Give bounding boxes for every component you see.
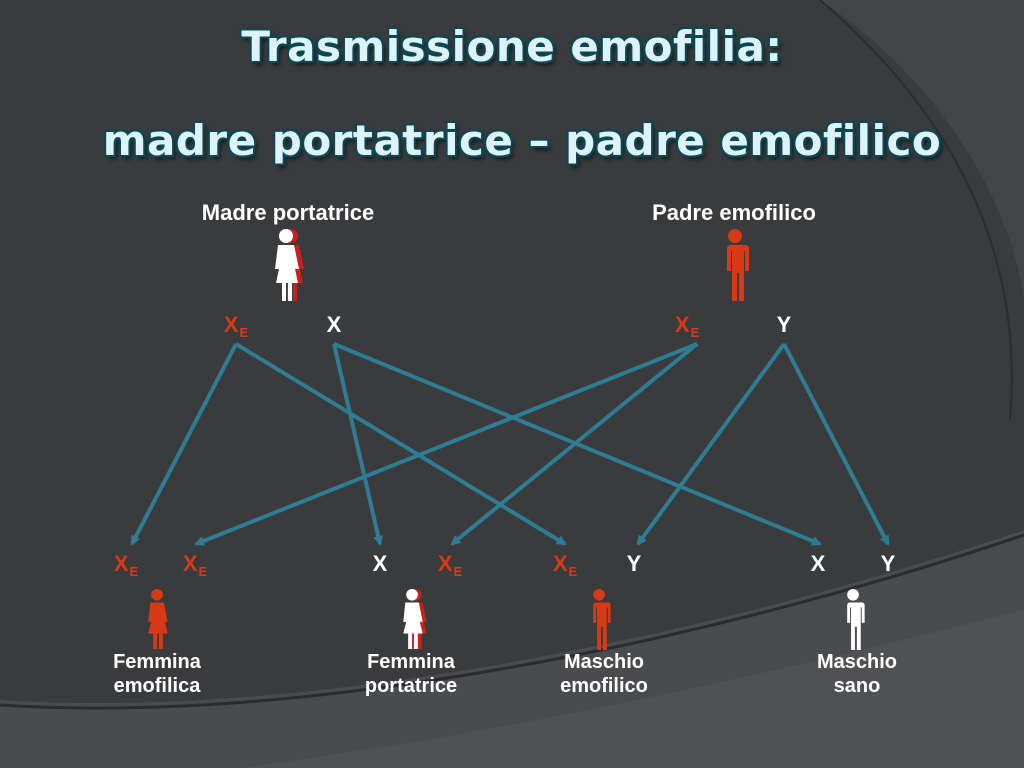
child4-label-line1: Maschio [816,651,898,673]
mother-label: Madre portatrice [201,200,375,225]
child1-label-line2: emofilica [113,675,201,697]
child4-allele-1: X [810,551,826,576]
father-label: Padre emofilico [652,200,816,225]
mother-allele-xe: XE [223,312,249,340]
arrow-father-y-to-child4 [782,343,890,546]
child3-label: Maschio emofilico [524,650,684,698]
child1-allele-2: XE [182,551,208,579]
child1-allele-1: XE [113,551,139,579]
female-carrier-icon [403,588,427,650]
arrow-father-xe-to-child1 [194,342,698,546]
child2-allele-1: X [372,551,388,576]
child2-label-line1: Femmina [367,651,455,673]
child2-allele-2: XE [437,551,463,579]
father-allele-y: Y [776,312,792,337]
child4-allele-2: Y [880,551,896,576]
title-line-1: Trasmissione emofilia: [241,22,783,71]
arrow-mother-x-to-child2 [332,343,384,546]
arrow-mother-xe-to-child1 [130,343,238,546]
mother-allele-x: X [326,312,342,337]
child3-allele-1: XE [552,551,578,579]
child3-allele-2: Y [626,551,642,576]
child4-label: Maschio sano [777,650,937,698]
child2-label-line2: portatrice [364,675,458,697]
child1-label: Femmina emofilica [77,650,237,698]
arrow-father-xe-to-child2 [450,342,699,546]
female-affected-icon [148,588,168,650]
child4-label-line2: sano [833,675,881,697]
arrow-mother-xe-to-child3 [234,342,567,546]
child3-label-line1: Maschio [563,651,645,673]
child1-label-line1: Femmina [113,651,201,673]
child3-label-line2: emofilico [560,675,648,697]
male-affected-icon [725,229,749,301]
female-carrier-icon [275,229,304,301]
title-line-2: madre portatrice – padre emofilico [102,116,942,165]
arrow-father-y-to-child3 [636,342,786,546]
child2-label: Femmina portatrice [331,650,491,698]
male-healthy-icon [844,588,865,650]
male-affected-icon [590,588,611,650]
father-allele-xe: XE [674,312,700,340]
